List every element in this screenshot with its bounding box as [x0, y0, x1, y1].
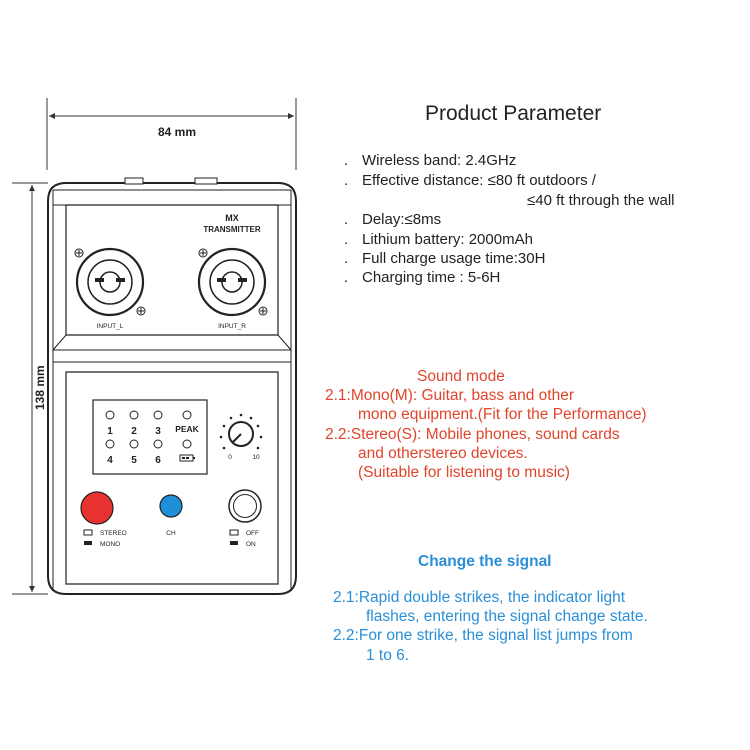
spec-text: Delay:≤8ms [362, 211, 442, 228]
sound-mode-title: Sound mode [417, 368, 505, 385]
spec-bullet: . [344, 152, 349, 169]
change-signal-title: Change the signal [418, 553, 552, 570]
input-left-label: INPUT_L [97, 323, 124, 330]
led-5 [129, 439, 139, 449]
channel-label-2: 2 [131, 426, 137, 437]
spec-bullet: . [344, 250, 349, 267]
width-dimension [46, 98, 297, 170]
sound-mode-line: (Suitable for listening to music) [358, 464, 570, 481]
spec-item: ≤40 ft through the wall [527, 192, 675, 209]
spec-item: . Wireless band: 2.4GHz [344, 152, 516, 169]
knob-min-label: 0 [228, 454, 232, 461]
change-signal-line: 2.1:Rapid double strikes, the indicator … [333, 589, 626, 606]
sound-mode-line: mono equipment.(Fit for the Performance) [358, 406, 647, 423]
device-body [47, 177, 297, 595]
height-dimension [12, 182, 48, 595]
stereo-label: STEREO [100, 530, 127, 537]
change-signal-line: flashes, entering the signal change stat… [366, 608, 648, 625]
height-label: 138 mm [33, 365, 47, 410]
on-label: ON [246, 541, 256, 548]
sound-mode-line: 2.1:Mono(M): Guitar, bass and other [325, 387, 574, 404]
led-2 [129, 410, 139, 420]
device-title: MX [225, 213, 239, 223]
led-1 [105, 410, 115, 420]
led-6 [153, 439, 163, 449]
knob-max-label: 10 [252, 454, 260, 461]
ch-button[interactable] [159, 494, 183, 518]
mono-label: MONO [100, 541, 120, 548]
spec-bullet: . [344, 231, 349, 248]
spec-text: Effective distance: ≤80 ft outdoors / [362, 172, 596, 189]
spec-text: Lithium battery: 2000mAh [362, 231, 533, 248]
sound-mode-line: 2.2:Stereo(S): Mobile phones, sound card… [325, 426, 620, 443]
spec-text: Wireless band: 2.4GHz [362, 152, 517, 169]
spec-bullet: . [344, 172, 349, 189]
spec-text: Full charge usage time:30H [362, 250, 546, 267]
input-left-jack[interactable] [74, 247, 146, 317]
ch-label: CH [166, 530, 176, 537]
on-indicator-icon [230, 541, 238, 545]
spec-item: . Effective distance: ≤80 ft outdoors / [344, 172, 596, 189]
input-right-label: INPUT_R [218, 323, 246, 330]
volume-knob[interactable] [219, 413, 263, 450]
channel-label-3: 3 [155, 426, 161, 437]
power-button[interactable] [228, 489, 262, 523]
off-indicator-icon [229, 529, 239, 536]
parameters-title: Product Parameter [425, 102, 602, 125]
off-label: OFF [246, 530, 259, 537]
channel-label-4: 4 [107, 455, 113, 466]
change-signal-line: 1 to 6. [366, 647, 410, 664]
spec-item: . Lithium battery: 2000mAh [344, 231, 533, 248]
spec-item: . Full charge usage time:30H [344, 250, 545, 267]
device-subtitle: TRANSMITTER [203, 225, 261, 234]
led-battery [182, 439, 192, 449]
change-signal-line: 2.2:For one strike, the signal list jump… [333, 627, 633, 644]
spec-item: . Delay:≤8ms [344, 211, 441, 228]
led-3 [153, 410, 163, 420]
mode-button[interactable] [80, 491, 114, 525]
spec-text: Charging time : 5-6H [362, 269, 501, 286]
sound-mode-line: and otherstereo devices. [358, 445, 528, 462]
stereo-indicator-icon [83, 529, 93, 536]
peak-label: PEAK [175, 424, 199, 434]
led-4 [105, 439, 115, 449]
channel-label-1: 1 [107, 426, 113, 437]
led-peak [182, 410, 192, 420]
spec-bullet: . [344, 211, 349, 228]
channel-leds [105, 410, 192, 449]
channel-label-6: 6 [155, 455, 161, 466]
input-right-jack[interactable] [197, 247, 268, 317]
spec-text: ≤40 ft through the wall [527, 192, 675, 209]
spec-item: . Charging time : 5-6H [344, 269, 500, 286]
battery-icon [179, 454, 195, 462]
spec-bullet: . [344, 269, 349, 286]
channel-label-5: 5 [131, 455, 137, 466]
width-label: 84 mm [158, 125, 196, 139]
mono-indicator-icon [84, 541, 92, 545]
